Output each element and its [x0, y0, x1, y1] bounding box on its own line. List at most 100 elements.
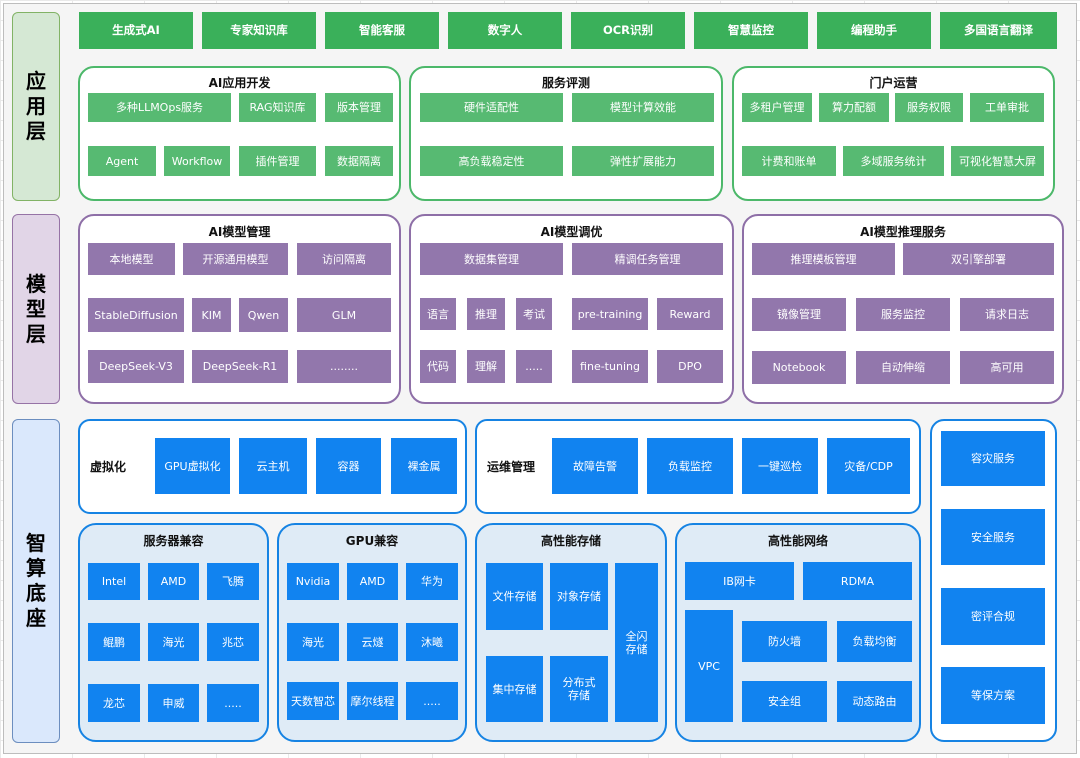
server-item: 申威	[148, 684, 199, 722]
group-title: GPU兼容	[345, 534, 399, 548]
group-title: AI应用开发	[208, 76, 271, 90]
virtualization-item: GPU虚拟化	[155, 438, 230, 494]
server-item: .....	[207, 684, 259, 722]
security-item: 等保方案	[941, 667, 1045, 724]
tuning-item: .....	[516, 350, 552, 383]
network-item-firewall: 防火墙	[742, 621, 827, 662]
security-item: 安全服务	[941, 509, 1045, 565]
model-mgmt-item: 本地模型	[88, 243, 175, 275]
app-tile: 多国语言翻译	[940, 12, 1057, 49]
eval-item: 模型计算效能	[572, 93, 714, 122]
ops-item: 故障告警	[552, 438, 638, 494]
virtualization-item: 容器	[316, 438, 381, 494]
server-item: 鲲鹏	[88, 623, 140, 661]
eval-item: 弹性扩展能力	[572, 146, 714, 176]
gpu-item: 海光	[287, 623, 339, 661]
portal-item: 可视化智慧大屏	[951, 146, 1044, 176]
inference-item: Notebook	[752, 351, 846, 384]
ops-item: 负载监控	[647, 438, 733, 494]
group-title: AI模型管理	[208, 225, 271, 239]
ai-app-dev-group: AI应用开发	[78, 66, 401, 201]
network-item-rdma: RDMA	[803, 562, 912, 600]
gpu-item: 云燧	[347, 623, 398, 661]
app-dev-item: 插件管理	[239, 146, 316, 176]
app-tile: 智慧监控	[694, 12, 808, 49]
group-title: 高性能网络	[767, 534, 828, 548]
tuning-item: 理解	[467, 350, 505, 383]
group-label: 运维管理	[487, 459, 536, 474]
storage-item-allflash: 全闪 存储	[615, 563, 658, 722]
side-char: 用	[26, 94, 46, 118]
gpu-item: .....	[406, 682, 458, 720]
portal-item: 服务权限	[895, 93, 963, 122]
app-dev-item: 数据隔离	[325, 146, 393, 176]
inference-item: 请求日志	[960, 298, 1054, 331]
model-mgmt-item: 开源通用模型	[183, 243, 288, 275]
server-item: AMD	[148, 563, 199, 600]
inference-item: 推理模板管理	[752, 243, 895, 275]
tuning-item: 精调任务管理	[572, 243, 723, 275]
network-item-ib: IB网卡	[685, 562, 794, 600]
group-title: 服务器兼容	[143, 534, 204, 548]
gpu-item: AMD	[347, 563, 398, 600]
app-tile: 编程助手	[817, 12, 931, 49]
network-item-secgroup: 安全组	[742, 681, 827, 722]
group-title: 门户运营	[869, 76, 918, 90]
ops-item: 灾备/CDP	[827, 438, 910, 494]
side-label-application-layer: 应 用 层	[12, 12, 60, 201]
side-char: 底	[26, 581, 46, 605]
model-mgmt-item: ........	[297, 350, 391, 383]
group-label: 虚拟化	[90, 459, 127, 474]
tuning-item: fine-tuning	[572, 350, 648, 383]
storage-item-file: 文件存储	[486, 563, 543, 630]
server-item: 海光	[148, 623, 199, 661]
app-tile: 生成式AI	[79, 12, 193, 49]
side-label-infrastructure: 智 算 底 座	[12, 419, 60, 743]
side-char: 型	[26, 296, 46, 321]
group-title: 高性能存储	[540, 534, 601, 548]
side-char: 应	[26, 69, 46, 93]
security-item: 密评合规	[941, 588, 1045, 645]
network-item-vpc: VPC	[685, 610, 733, 722]
app-tile: 数字人	[448, 12, 562, 49]
side-label-model-layer: 模 型 层	[12, 214, 60, 404]
gpu-item: Nvidia	[287, 563, 339, 600]
app-dev-item: Workflow	[164, 146, 230, 176]
tuning-item: 数据集管理	[420, 243, 563, 275]
side-char: 算	[26, 556, 46, 580]
group-title: AI模型调优	[540, 225, 603, 239]
model-mgmt-item: 访问隔离	[297, 243, 391, 275]
inference-item: 服务监控	[856, 298, 950, 331]
ops-item: 一键巡检	[742, 438, 818, 494]
app-dev-item: RAG知识库	[239, 93, 316, 122]
network-item-lb: 负载均衡	[837, 621, 912, 662]
group-title: AI模型推理服务	[860, 225, 946, 239]
tuning-item: Reward	[657, 298, 723, 330]
portal-item: 算力配额	[819, 93, 889, 122]
storage-item-distributed: 分布式 存储	[550, 656, 608, 722]
inference-item: 双引擎部署	[903, 243, 1054, 275]
gpu-item: 摩尔线程	[347, 682, 398, 720]
gpu-item: 华为	[406, 563, 458, 600]
tuning-item: 考试	[516, 298, 552, 330]
storage-item-object: 对象存储	[550, 563, 608, 630]
inference-item: 高可用	[960, 351, 1054, 384]
virtualization-item: 裸金属	[391, 438, 457, 494]
side-char: 模	[26, 271, 46, 296]
security-item: 容灾服务	[941, 431, 1045, 486]
inference-item: 镜像管理	[752, 298, 846, 331]
app-dev-item: 多种LLMOps服务	[88, 93, 231, 122]
portal-item: 工单审批	[970, 93, 1044, 122]
model-mgmt-item: DeepSeek-R1	[192, 350, 288, 383]
app-dev-item: 版本管理	[325, 93, 393, 122]
network-item-dynroute: 动态路由	[837, 681, 912, 722]
tuning-item: 代码	[420, 350, 456, 383]
app-dev-item: Agent	[88, 146, 156, 176]
model-mgmt-item: KIM	[192, 298, 231, 332]
tuning-item: pre-training	[572, 298, 648, 330]
portal-item: 多租户管理	[742, 93, 812, 122]
side-char: 层	[26, 321, 46, 346]
side-char: 层	[26, 119, 46, 143]
side-char: 座	[26, 606, 46, 630]
server-item: 兆芯	[207, 623, 259, 661]
